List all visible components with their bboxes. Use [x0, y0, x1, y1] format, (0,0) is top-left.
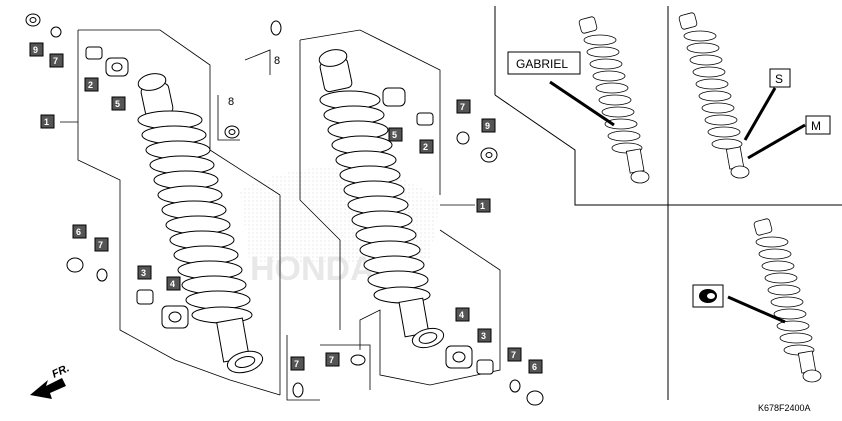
- callout-boxes: 9 7 1 2 5 6 7 3 4 5 2 7 9 1 4 3 7 6 7 7: [29, 42, 543, 374]
- svg-text:7: 7: [53, 56, 58, 66]
- callout-1a: 1: [40, 114, 55, 129]
- svg-text:9: 9: [485, 121, 490, 131]
- svg-text:1: 1: [44, 117, 49, 127]
- svg-text:6: 6: [532, 362, 537, 372]
- svg-text:3: 3: [481, 331, 486, 341]
- callout-9b: 9: [481, 118, 496, 133]
- callout-1b: 1: [476, 198, 491, 213]
- callout-7e: 7: [290, 356, 305, 371]
- callout-2a: 2: [84, 77, 99, 92]
- svg-text:2: 2: [88, 80, 93, 90]
- svg-text:5: 5: [392, 130, 397, 140]
- svg-text:4: 4: [170, 279, 175, 289]
- callout-4a: 4: [166, 276, 181, 291]
- svg-text:M: M: [811, 119, 821, 133]
- svg-text:4: 4: [459, 310, 464, 320]
- callout-4b: 4: [455, 307, 470, 322]
- variant-shock-marked: [753, 218, 822, 383]
- svg-text:2: 2: [423, 142, 428, 152]
- callout-7b: 7: [94, 237, 109, 252]
- svg-text:S: S: [775, 72, 783, 86]
- svg-text:7: 7: [98, 240, 103, 250]
- svg-text:3: 3: [141, 268, 146, 278]
- callout-3b: 3: [477, 328, 492, 343]
- callout-7c: 7: [456, 99, 471, 114]
- left-assembly-outline: [60, 29, 281, 396]
- label-m: M: [805, 115, 831, 135]
- svg-text:FR.: FR.: [50, 362, 71, 380]
- callout-3a: 3: [137, 265, 152, 280]
- svg-text:7: 7: [329, 355, 334, 365]
- callout-5b: 5: [388, 127, 403, 142]
- svg-text:7: 7: [294, 359, 299, 369]
- diagram-code: K678F2400A: [758, 403, 811, 413]
- callout-7a: 7: [49, 53, 64, 68]
- callout-2b: 2: [419, 139, 434, 154]
- svg-text:HONDA: HONDA: [250, 250, 375, 288]
- paint-mark-symbol-icon: [692, 284, 724, 308]
- label-gabriel: GABRIEL: [507, 51, 581, 75]
- callout-6a: 6: [72, 224, 87, 239]
- svg-text:7: 7: [460, 102, 465, 112]
- left-shock-absorber: [137, 73, 264, 374]
- variant-shock-gabriel: [578, 16, 650, 184]
- svg-text:9: 9: [33, 45, 38, 55]
- svg-text:7: 7: [511, 350, 516, 360]
- svg-text:GABRIEL: GABRIEL: [516, 57, 568, 71]
- callout-9a: 9: [29, 42, 44, 57]
- right-assembly-outline: [286, 29, 501, 401]
- callout-5a: 5: [111, 96, 126, 111]
- variant-leaders: [549, 80, 806, 324]
- panel-dividers: [494, 6, 842, 400]
- label-8b: 8: [228, 96, 234, 108]
- svg-text:5: 5: [115, 99, 120, 109]
- front-direction-arrow-icon: FR.: [30, 362, 71, 399]
- hardware-parts: [25, 13, 544, 406]
- label-s: S: [769, 68, 791, 88]
- svg-text:6: 6: [76, 227, 81, 237]
- svg-text:1: 1: [480, 201, 485, 211]
- right-shock-absorber: [318, 49, 445, 349]
- callout-6b: 6: [528, 359, 543, 374]
- variant-shock-s-m: [678, 12, 750, 179]
- label-8a: 8: [274, 55, 280, 67]
- callout-7d: 7: [507, 347, 522, 362]
- callout-7f: 7: [325, 352, 340, 367]
